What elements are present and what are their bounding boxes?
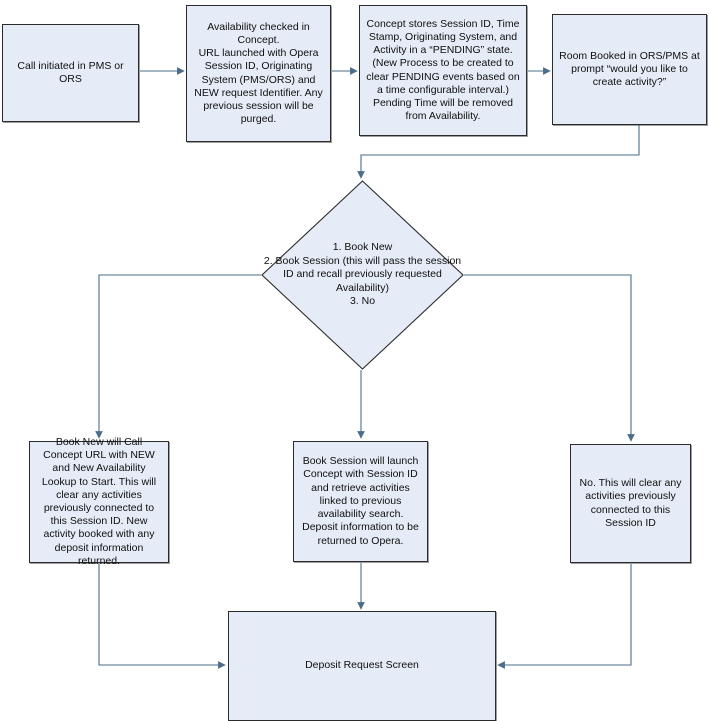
node-call-initiated[interactable]: Call initiated in PMS or ORS (2, 24, 139, 122)
node-book-new[interactable]: Book New will Call Concept URL with NEW … (29, 436, 169, 567)
edge-decision-to-no-option (464, 274, 635, 442)
node-deposit-request[interactable]: Deposit Request Screen (228, 611, 496, 721)
node-book-session-label: Book Session will launch Concept with Se… (302, 455, 419, 547)
node-decision[interactable]: 1. Book New 2. Book Session (this will p… (261, 180, 464, 370)
node-book-new-label: Book New will Call Concept URL with NEW … (41, 435, 157, 567)
node-no-option-label: No. This will clear any activities previ… (579, 477, 682, 529)
node-availability-checked[interactable]: Availability checked in Concept. URL lau… (186, 5, 331, 142)
node-room-booked-label: Room Booked in ORS/PMS at prompt “would … (559, 49, 700, 89)
node-book-session[interactable]: Book Session will launch Concept with Se… (293, 441, 428, 562)
edge-book-new-to-deposit-request (98, 564, 226, 669)
node-concept-stores-label: Concept stores Session ID, Time Stamp, O… (366, 17, 520, 123)
edge-decision-to-book-new (95, 274, 261, 439)
decision-diamond-shape (261, 180, 464, 370)
node-call-initiated-label: Call initiated in PMS or ORS (17, 59, 124, 85)
node-deposit-request-label: Deposit Request Screen (305, 659, 419, 672)
node-no-option[interactable]: No. This will clear any activities previ… (570, 444, 691, 563)
node-concept-stores[interactable]: Concept stores Session ID, Time Stamp, O… (359, 5, 527, 136)
node-room-booked[interactable]: Room Booked in ORS/PMS at prompt “would … (552, 14, 707, 125)
node-availability-checked-label: Availability checked in Concept. URL lau… (194, 20, 323, 126)
node-decision-label: 1. Book New 2. Book Session (this will p… (263, 241, 462, 308)
edge-no-option-to-deposit-request (497, 564, 632, 669)
